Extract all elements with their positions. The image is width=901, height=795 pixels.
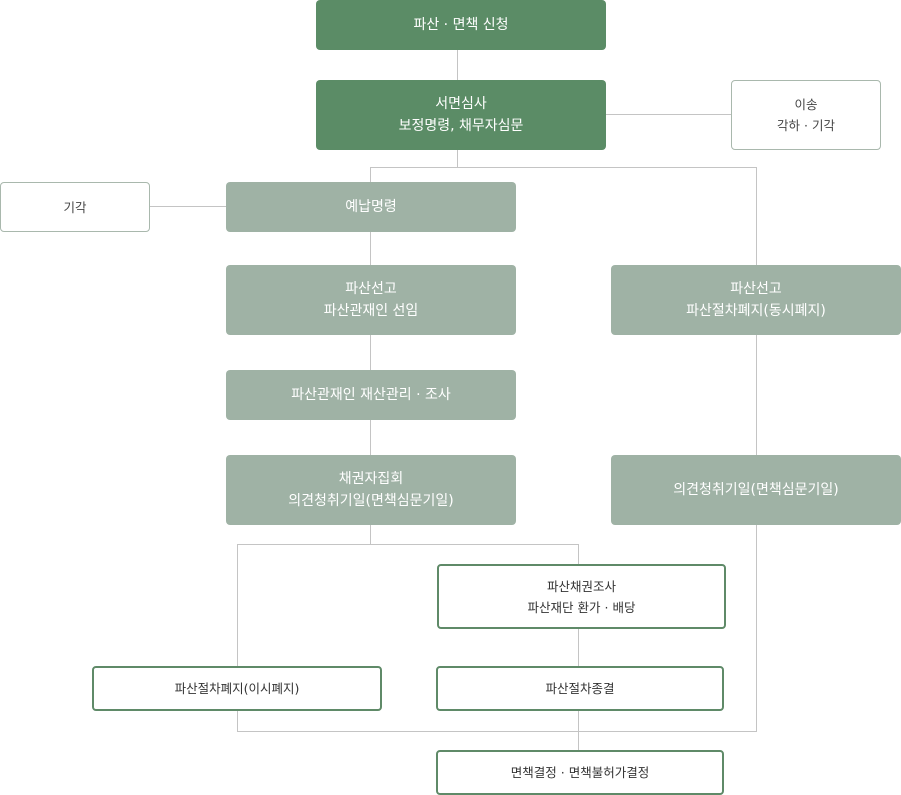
node-review-line1: 서면심사 (435, 96, 487, 112)
node-termination-text: 파산절차종결 (545, 681, 615, 696)
node-hearing-right: 의견청취기일(면책심문기일) (611, 455, 901, 525)
connector-top-branch (370, 167, 757, 168)
node-abolition-after: 파산절차폐지(이시폐지) (92, 666, 382, 711)
node-declare-trustee-line2: 파산관재인 선임 (323, 303, 419, 319)
node-transfer-line2: 각하 · 기각 (777, 118, 835, 133)
node-abolition-after-text: 파산절차폐지(이시폐지) (174, 681, 300, 696)
node-hearing-right-text: 의견청취기일(면책심문기일) (673, 482, 839, 498)
node-creditors-meeting-line2: 의견청취기일(면책심문기일) (288, 493, 454, 509)
node-trustee-manage-text: 파산관재인 재산관리 · 조사 (291, 387, 451, 403)
node-transfer-line1: 이송 (794, 97, 818, 112)
node-apply-text: 파산 · 면책 신청 (413, 17, 509, 33)
connector-center-down (578, 544, 579, 751)
connector-right-trunk (756, 167, 757, 732)
node-discharge-decision-text: 면책결정 · 면책불허가결정 (510, 765, 650, 780)
connector-bottom-branch (237, 731, 757, 732)
connector-mid-branch (237, 544, 579, 545)
node-prepay-text: 예납명령 (345, 199, 397, 215)
node-dismiss-text: 기각 (63, 199, 87, 215)
connector-review-down (457, 150, 458, 167)
node-claim-investigation-line2: 파산재단 환가 · 배당 (527, 599, 636, 615)
connector-apply-review (457, 50, 458, 80)
node-termination: 파산절차종결 (436, 666, 724, 711)
node-dismiss: 기각 (0, 182, 150, 232)
node-creditors-meeting-line1: 채권자집회 (338, 471, 404, 487)
node-review: 서면심사 보정명령, 채무자심문 (316, 80, 606, 150)
connector-review-transfer (606, 114, 732, 115)
node-discharge-decision: 면책결정 · 면책불허가결정 (436, 750, 724, 795)
node-creditors-meeting: 채권자집회 의견청취기일(면책심문기일) (226, 455, 516, 525)
node-declare-simultaneous-line2: 파산절차폐지(동시폐지) (686, 303, 826, 319)
connector-dismiss-prepay (150, 206, 226, 207)
node-apply: 파산 · 면책 신청 (316, 0, 606, 50)
node-declare-trustee-line1: 파산선고 (345, 281, 397, 297)
node-claim-investigation: 파산채권조사 파산재단 환가 · 배당 (437, 564, 726, 629)
node-declare-trustee: 파산선고 파산관재인 선임 (226, 265, 516, 335)
node-declare-simultaneous: 파산선고 파산절차폐지(동시폐지) (611, 265, 901, 335)
node-review-line2: 보정명령, 채무자심문 (398, 118, 524, 134)
connector-left-down (237, 544, 238, 732)
connector-branch-prepay (370, 167, 371, 182)
node-trustee-manage: 파산관재인 재산관리 · 조사 (226, 370, 516, 420)
node-prepay: 예납명령 (226, 182, 516, 232)
node-transfer: 이송 각하 · 기각 (731, 80, 881, 150)
node-declare-simultaneous-line1: 파산선고 (730, 281, 782, 297)
node-claim-investigation-line1: 파산채권조사 (546, 578, 616, 594)
